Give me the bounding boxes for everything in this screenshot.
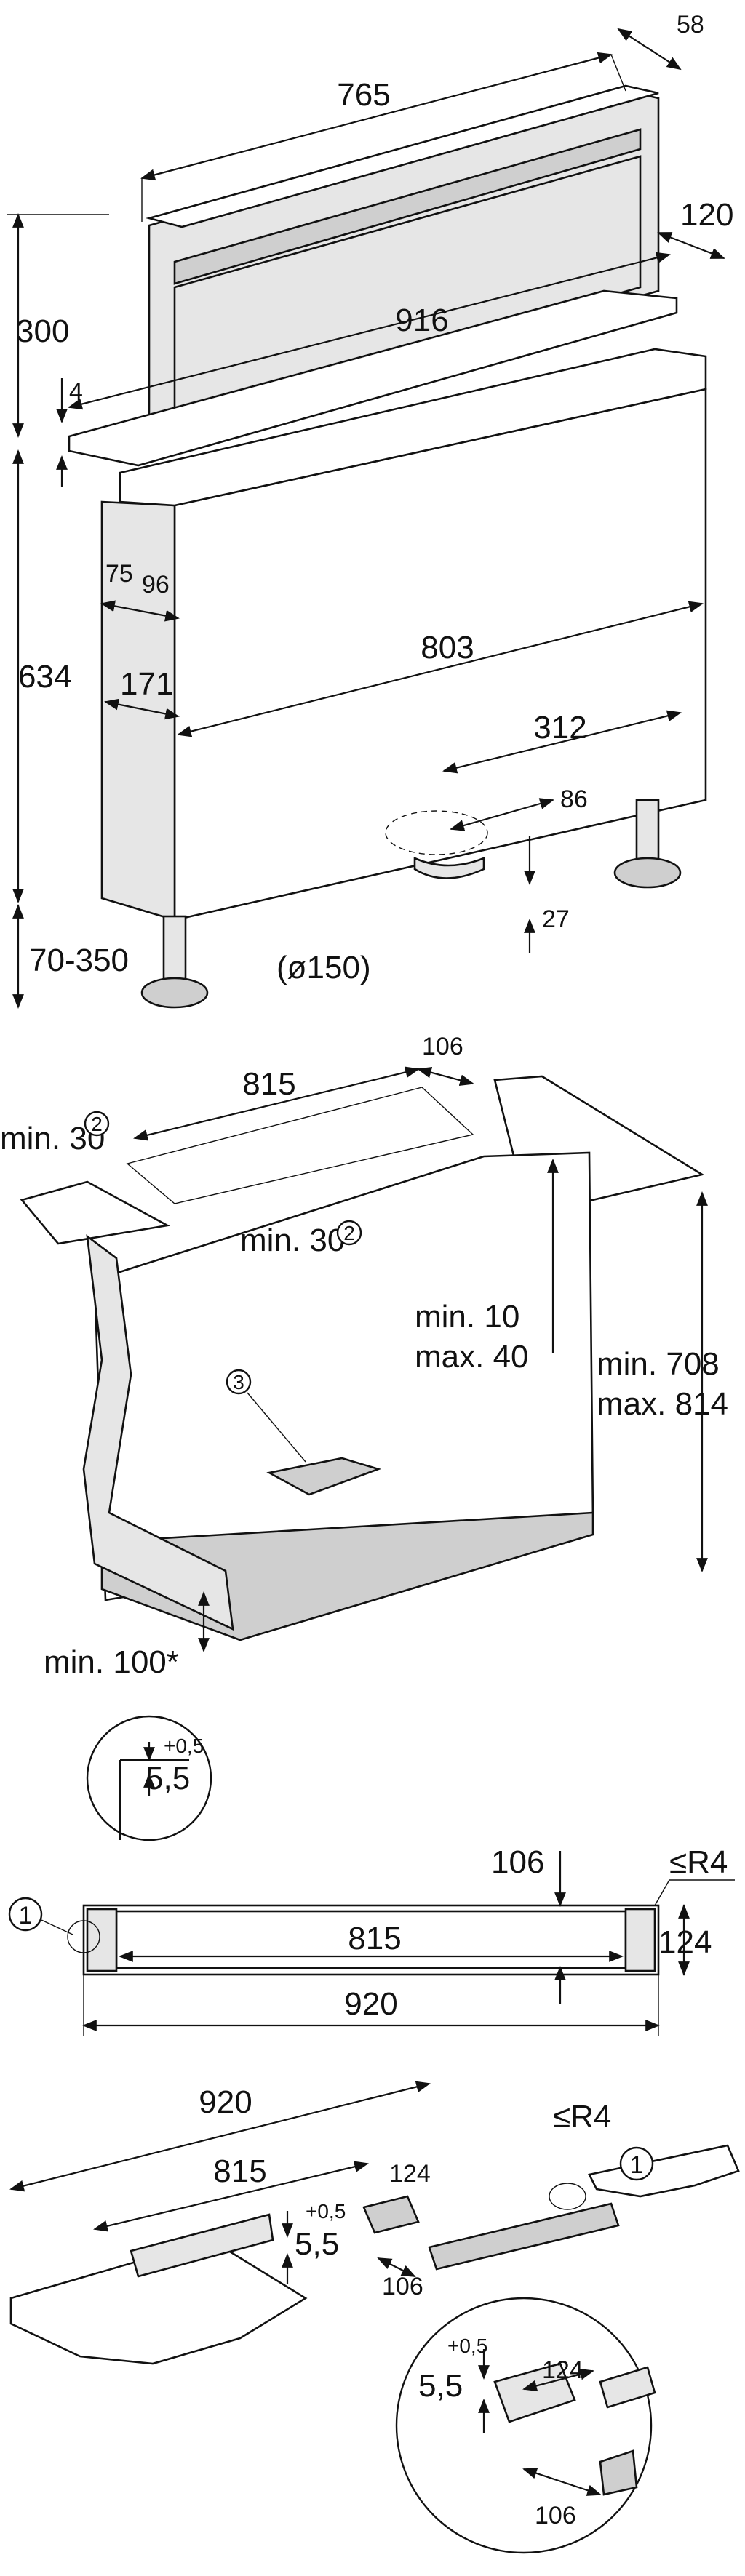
detail-magnifier-iso (395, 2297, 653, 2554)
dim4-rebate: 5,5 (295, 2226, 339, 2262)
dim-outlet-depth: 86 (560, 785, 588, 813)
callout-1-iso-target (549, 2183, 586, 2210)
dim3-tolerance: +0,5 (164, 1735, 204, 1757)
dim4-detail-rebate: 5,5 (418, 2368, 463, 2404)
worktop-rebate-left (362, 2195, 420, 2234)
dim4-tolerance: +0,5 (306, 2200, 346, 2223)
rear-foot-base (613, 857, 682, 889)
dim-body-height: 634 (18, 659, 71, 695)
dim-raise-height: 300 (16, 313, 69, 349)
dim3-cut-depth: 106 (491, 1844, 544, 1880)
dim4-radius: ≤R4 (553, 2099, 611, 2135)
outlet-stub (413, 857, 485, 879)
front-foot-base (140, 977, 209, 1009)
dim4-detail-106: 106 (535, 2502, 576, 2529)
dim3-inner-width: 815 (348, 1921, 401, 1956)
dim-feet-range: 70-350 (29, 943, 129, 978)
outlet-dashed-circle (385, 810, 488, 855)
dim-overall-width: 916 (395, 303, 448, 338)
detail-block-right (599, 2366, 656, 2409)
dim4-depth-a: 124 (389, 2160, 431, 2188)
dim-outlet-height: 27 (542, 905, 570, 933)
dim4-outer-width: 920 (199, 2084, 252, 2120)
dim2-min-front: min. 30 (240, 1223, 345, 1258)
callout-3 (226, 1369, 252, 1395)
dim2-cut-width: 815 (242, 1066, 295, 1102)
dim-body-width: 803 (421, 630, 474, 665)
callout-2a (84, 1111, 110, 1137)
detail-block-front (599, 2449, 638, 2496)
dim-front-offset-b: 96 (142, 571, 170, 599)
dim3-outer-depth: 124 (658, 1924, 712, 1960)
dim-glass: 4 (69, 378, 83, 406)
dim4-depth-b: 106 (382, 2273, 423, 2300)
dim4-detail-124: 124 (542, 2356, 583, 2384)
callout-1-iso (619, 2146, 654, 2181)
dim2-height-min: min. 708 (597, 1346, 720, 1382)
dim-depth-top: 58 (677, 11, 704, 39)
view1-downdraft-unit: 765 58 120 916 300 4 75 96 634 171 803 3… (7, 11, 733, 1009)
dim4-detail-tolerance: +0,5 (447, 2335, 487, 2357)
dim3-radius: ≤R4 (669, 1844, 728, 1880)
dim2-inner-min: min. 10 (415, 1299, 519, 1335)
dim2-height-max: max. 814 (597, 1386, 728, 1422)
cabinet-worktop-left (20, 1180, 170, 1245)
dim-front-offset-a: 75 (105, 560, 133, 588)
callout-1 (8, 1897, 43, 1932)
worktop-rebate-right (428, 2202, 620, 2271)
plan-right-rebate (624, 1908, 656, 1972)
callout-2b (336, 1220, 362, 1246)
view4-worktop-isometric: 920 ≤R4 1 815 +0,5 5,5 124 106 +0,5 5,5 … (9, 2081, 740, 2554)
dim-outlet-diameter: (ø150) (276, 950, 371, 985)
callout-1-target (67, 1920, 100, 1953)
dim-side-offset: 171 (120, 666, 173, 702)
callout-3-label: 3 (233, 1371, 244, 1393)
dim-width-top: 765 (337, 77, 390, 113)
worktop-right-slab (588, 2144, 740, 2198)
callout-2b-label: 2 (343, 1222, 355, 1244)
callout-1-label: 1 (19, 1902, 33, 1929)
dim-lip: 120 (680, 197, 733, 233)
callout-1-iso-label: 1 (630, 2151, 644, 2179)
dim3-rebate: 5,5 (146, 1761, 190, 1796)
dim4-inner-width: 815 (213, 2153, 266, 2189)
cabinet-side-panel (82, 1234, 234, 1631)
dim2-inner-max: max. 40 (415, 1339, 529, 1375)
view2-cabinet-cutout: 815 106 min. 30 2 min. 30 2 min. 10 max.… (0, 1033, 728, 1680)
callout-2a-label: 2 (91, 1113, 103, 1135)
dim2-cut-depth: 106 (422, 1033, 463, 1060)
plan-left-rebate (86, 1908, 118, 1972)
dim3-outer-width: 920 (344, 1986, 397, 2022)
dim2-floor-min: min. 100* (44, 1644, 179, 1680)
view3-plan-cutout: +0,5 5,5 1 106 ≤R4 815 124 920 (8, 1715, 735, 2036)
outlet-opening (266, 1457, 382, 1496)
dim-outlet-offset: 312 (533, 710, 586, 745)
